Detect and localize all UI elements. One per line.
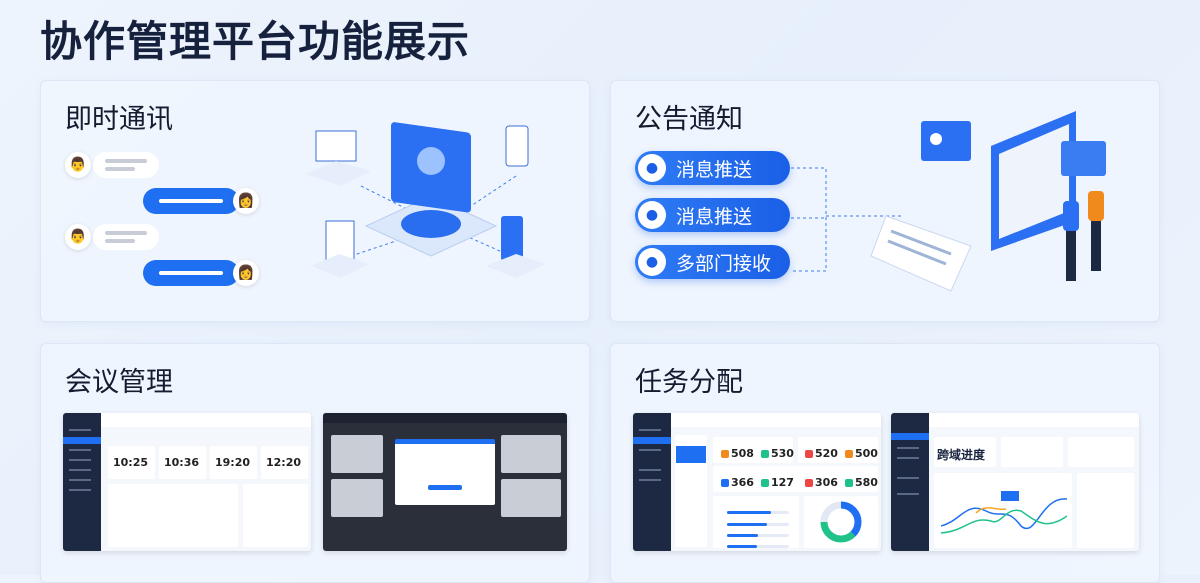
card-title: 会议管理 (65, 367, 173, 398)
card-task-assignment: 任务分配 508 530 520 500 366 127 306 580 跨域进… (610, 343, 1160, 583)
page-title: 协作管理平台功能展示 (40, 17, 471, 66)
user-icon: ● (638, 248, 666, 276)
card-meeting-management: 会议管理 10:25 10:36 19:20 12:20 (40, 343, 590, 583)
progress-heading: 跨域进度 (937, 448, 986, 462)
line-chart-panel (934, 473, 1072, 548)
stat-value: 520 (815, 447, 838, 460)
calendar (243, 484, 308, 547)
avatar: 👨 (65, 224, 91, 250)
sidebar (63, 413, 101, 551)
message-bubble (143, 188, 239, 214)
video-meeting-screenshot (323, 413, 567, 551)
button-label: 多部门接收 (676, 252, 772, 275)
user-icon: ● (638, 154, 666, 182)
message-bubble (143, 260, 239, 286)
stat-value: 530 (771, 447, 794, 460)
top-bar (929, 413, 1139, 427)
stat-value: 306 (815, 476, 838, 489)
button-label: 消息推送 (676, 158, 753, 181)
message-bubble (93, 152, 159, 178)
card-title: 任务分配 (635, 367, 743, 398)
time-value: 19:20 (215, 456, 251, 469)
multi-department-button[interactable]: ● 多部门接收 (635, 245, 790, 279)
meeting-dialog (395, 439, 495, 505)
card-title: 即时通讯 (65, 104, 173, 135)
sidebar (633, 413, 671, 551)
avatar: 👩 (233, 188, 259, 214)
message-bubble (93, 224, 159, 250)
devices-network-illustration (306, 122, 546, 278)
meeting-dashboard-screenshot: 10:25 10:36 19:20 12:20 (63, 413, 311, 551)
donut-chart (820, 501, 862, 543)
stat-value: 500 (855, 447, 878, 460)
message-push-button[interactable]: ● 消息推送 (635, 151, 790, 185)
time-value: 10:25 (113, 456, 149, 469)
sidebar (891, 413, 929, 551)
message-push-button[interactable]: ● 消息推送 (635, 198, 790, 232)
card-announcements: 公告通知 ● 消息推送 ● 消息推送 ● 多部门接收 (610, 80, 1160, 322)
progress-dashboard-screenshot: 跨域进度 (891, 413, 1139, 551)
task-dashboard-screenshot: 508 530 520 500 366 127 306 580 (633, 413, 881, 551)
stat-value: 127 (771, 476, 794, 489)
top-bar (671, 413, 881, 427)
avatar: 👩 (233, 260, 259, 286)
button-label: 消息推送 (676, 205, 753, 228)
announcement-illustration (791, 111, 1106, 292)
time-value: 10:36 (164, 456, 200, 469)
time-value: 12:20 (266, 456, 302, 469)
avatar: 👨 (65, 152, 91, 178)
card-instant-messaging: 即时通讯 👨 👩 👨 👩 (40, 80, 590, 322)
stat-value: 366 (731, 476, 754, 489)
meeting-table (108, 484, 238, 547)
stat-value: 580 (855, 476, 878, 489)
user-icon: ● (638, 201, 666, 229)
line-chart (941, 498, 1067, 534)
stat-value: 508 (731, 447, 754, 460)
top-bar (101, 413, 311, 427)
card-title: 公告通知 (635, 104, 743, 135)
